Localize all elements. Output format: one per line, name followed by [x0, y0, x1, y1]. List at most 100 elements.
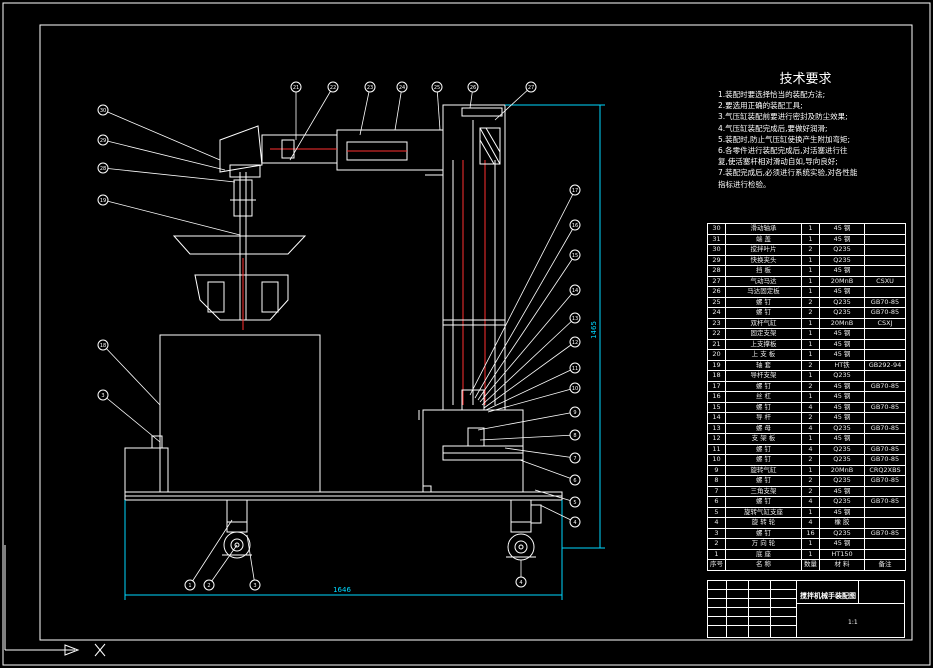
bom-cell — [864, 286, 906, 298]
balloon-label: 25 — [434, 85, 440, 91]
bom-cell: 14 — [707, 412, 726, 424]
bom-cell: 2 — [801, 296, 820, 308]
bom-cell: GB70-85 — [864, 496, 906, 508]
leader-line — [481, 317, 576, 406]
bom-cell: 24 — [707, 307, 726, 319]
balloon — [569, 429, 581, 441]
balloon — [431, 81, 443, 93]
bom-cell: 28 — [707, 265, 726, 277]
bom-cell: HT铁 — [819, 359, 865, 371]
leader-line — [102, 139, 226, 171]
bom-cell — [864, 548, 906, 560]
balloon-label: 17 — [572, 188, 578, 194]
bom-cell: 螺 钉 — [725, 496, 802, 508]
tech-requirement-item: 指标进行检验。 — [718, 179, 771, 189]
bom-cell: 7 — [707, 485, 726, 497]
control-cabinet — [159, 334, 321, 493]
bom-cell — [864, 485, 906, 497]
leader-line — [534, 489, 576, 503]
bom-cell: 4 — [801, 496, 820, 508]
small-box — [124, 447, 169, 493]
bom-cell: 20MnB — [819, 464, 865, 476]
ucs-axis-icon — [4, 545, 106, 657]
leader-line — [474, 224, 576, 399]
bom-cell: 4 — [707, 517, 726, 529]
balloon — [569, 362, 581, 374]
leader-line — [539, 504, 576, 523]
bom-cell — [864, 338, 906, 350]
bom-cell: 1 — [801, 548, 820, 560]
bom-cell: 上 支 板 — [725, 349, 802, 361]
bom-cell: GB70-85 — [864, 475, 906, 487]
balloon — [203, 579, 215, 591]
balloon-label: 10 — [572, 386, 578, 392]
title-block: 搅拌机械手装配图 1:1 — [707, 580, 905, 638]
balloon — [467, 81, 479, 93]
bom-cell: 螺 钉 — [725, 380, 802, 392]
bom-cell: 2 — [707, 538, 726, 550]
leader-line — [102, 344, 161, 406]
bom-cell: 1 — [801, 338, 820, 350]
bom-cell: 搅拌叶片 — [725, 244, 802, 256]
bom-cell — [864, 265, 906, 277]
bom-header-row: 序号名 称数量材 料备注 — [707, 559, 906, 571]
balloon — [569, 184, 581, 196]
balloon-label: 19 — [100, 198, 106, 204]
bom-cell: GB70-85 — [864, 296, 906, 308]
bom-cell: Q235 — [819, 307, 865, 319]
bom-cell: 45 钢 — [819, 412, 865, 424]
tech-requirement-item: 7.装配完成后,必须进行系统实验,对各性能 — [718, 168, 858, 178]
leader-line — [436, 86, 441, 131]
bom-cell: 2 — [801, 307, 820, 319]
bom-cell: 20MnB — [819, 317, 865, 329]
bom-cell: Q235 — [819, 443, 865, 455]
bom-cell — [864, 244, 906, 256]
bom-cell: 9 — [707, 464, 726, 476]
bom-cell: 45 钢 — [819, 349, 865, 361]
balloon-label: 7 — [573, 456, 576, 462]
balloon — [97, 339, 109, 351]
leader-line — [102, 199, 241, 236]
balloon — [249, 579, 261, 591]
bom-cell — [864, 349, 906, 361]
bom-cell: 名 称 — [725, 559, 802, 571]
leader-line — [483, 341, 576, 409]
bom-cell: 5 — [707, 506, 726, 518]
bom-cell: 2 — [801, 412, 820, 424]
bom-cell: 12 — [707, 433, 726, 445]
bom-cell: 材 料 — [819, 559, 865, 571]
leader-line — [477, 411, 576, 431]
bom-cell: 三角支架 — [725, 485, 802, 497]
bom-cell: Q235 — [819, 475, 865, 487]
bom-cell: Q235 — [819, 254, 865, 266]
bom-cell: 45 钢 — [819, 401, 865, 413]
tech-requirements-title: 技术要求 — [779, 72, 832, 87]
tech-requirements-list: 1.装配时要选择恰当的装配方法;2.要选用正确的装配工具;3.气压缸装配前要进行… — [718, 89, 903, 190]
drawing-scale: 1:1 — [848, 619, 858, 626]
bom-cell: GB70-85 — [864, 380, 906, 392]
bom-cell: 螺 钉 — [725, 443, 802, 455]
bom-cell: GB70-85 — [864, 307, 906, 319]
bom-cell: 2 — [801, 380, 820, 392]
bom-cell: 25 — [707, 296, 726, 308]
bom-cell: 1 — [801, 349, 820, 361]
bom-cell: 2 — [801, 244, 820, 256]
balloon — [569, 406, 581, 418]
bom-cell: GB70-85 — [864, 401, 906, 413]
tech-requirement-item: 5.装配时,防止气压缸使换产生附加弯矩; — [718, 134, 851, 144]
bom-cell: 16 — [707, 391, 726, 403]
bom-cell: 27 — [707, 275, 726, 287]
